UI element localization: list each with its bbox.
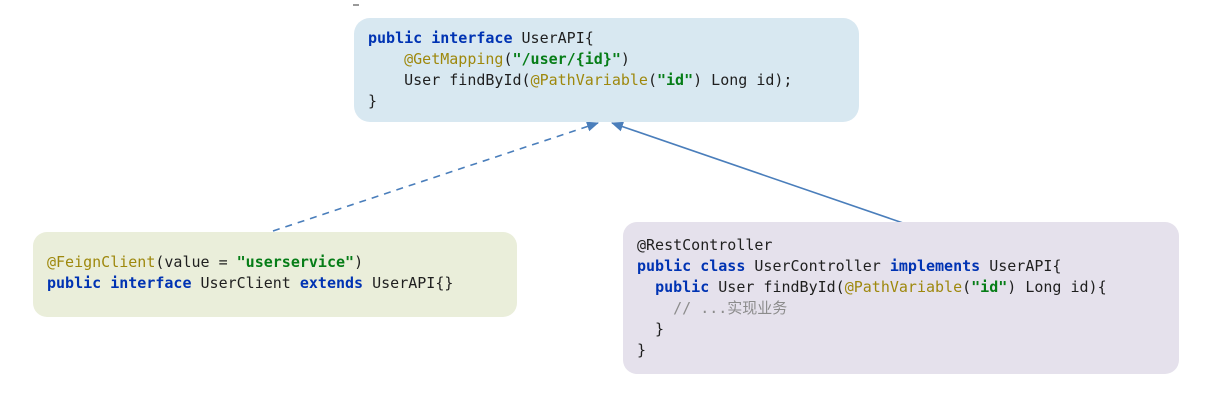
code-token-txt: (value =: [155, 253, 237, 271]
code-token-txt: }: [637, 341, 647, 359]
code-line: User findById(@PathVariable("id") Long i…: [368, 70, 845, 91]
code-token-txt: ) Long id){: [1007, 278, 1107, 296]
code-token-txt: UserAPI{: [980, 257, 1062, 275]
code-token-txt: UserAPI{: [512, 29, 594, 47]
code-token-com: // ...实现业务: [637, 299, 788, 317]
code-line: }: [368, 91, 845, 112]
code-line: public interface UserClient extends User…: [47, 273, 503, 294]
code-token-txt: @RestController: [637, 236, 773, 254]
code-token-ann: @FeignClient: [47, 253, 156, 271]
code-token-txt: (: [503, 50, 513, 68]
userapi-code: public interface UserAPI{ @GetMapping("/…: [368, 28, 845, 112]
userapi-interface-box: public interface UserAPI{ @GetMapping("/…: [354, 18, 859, 122]
code-line: public interface UserAPI{: [368, 28, 845, 49]
code-line: }: [637, 319, 1165, 340]
code-token-kw: public interface: [47, 274, 192, 292]
code-token-txt: ): [354, 253, 364, 271]
code-token-str: "id": [657, 71, 694, 89]
code-token-txt: User findById(: [709, 278, 845, 296]
code-line: @GetMapping("/user/{id}"): [368, 49, 845, 70]
code-token-kw: public interface: [368, 29, 513, 47]
code-line: public User findById(@PathVariable("id")…: [637, 277, 1165, 298]
code-line: @RestController: [637, 235, 1165, 256]
code-token-txt: UserController: [745, 257, 890, 275]
code-token-txt: UserAPI{}: [363, 274, 454, 292]
extends-arrow: [272, 121, 599, 232]
userclient-code: @FeignClient(value = "userservice")publi…: [47, 252, 503, 297]
code-token-kw: implements: [889, 257, 981, 275]
code-token-str: "id": [971, 278, 1008, 296]
usercontroller-box: @RestController public class UserControll…: [623, 222, 1179, 374]
code-token-ann: @GetMapping: [404, 50, 504, 68]
code-token-txt: ) Long id);: [693, 71, 793, 89]
code-token-kw: public class: [637, 257, 746, 275]
code-token-ann: @PathVariable: [844, 278, 963, 296]
code-token-kw: public: [655, 278, 710, 296]
code-token-str: "userservice": [236, 253, 355, 271]
userclient-feign-box: @FeignClient(value = "userservice")publi…: [33, 232, 517, 317]
code-token-str: "/user/{id}": [512, 50, 621, 68]
code-token-txt: [637, 278, 655, 296]
code-token-txt: User findById(: [368, 71, 531, 89]
code-token-kw: extends: [299, 274, 364, 292]
code-token-ann: @PathVariable: [530, 71, 648, 89]
code-token-txt: (: [647, 71, 657, 89]
code-line: }: [637, 340, 1165, 361]
code-token-txt: (: [962, 278, 972, 296]
code-token-txt: [368, 50, 404, 68]
implements-arrow: [611, 121, 904, 224]
usercontroller-code: @RestController public class UserControll…: [637, 235, 1165, 361]
code-token-txt: ): [620, 50, 630, 68]
code-line: // ...实现业务: [637, 298, 1165, 319]
code-token-txt: }: [368, 92, 378, 110]
stray-dash-mark: [353, 4, 359, 6]
code-token-txt: }: [637, 320, 665, 338]
code-line: public class UserController implements U…: [637, 256, 1165, 277]
code-line: @FeignClient(value = "userservice"): [47, 252, 503, 273]
code-token-txt: UserClient: [191, 274, 300, 292]
